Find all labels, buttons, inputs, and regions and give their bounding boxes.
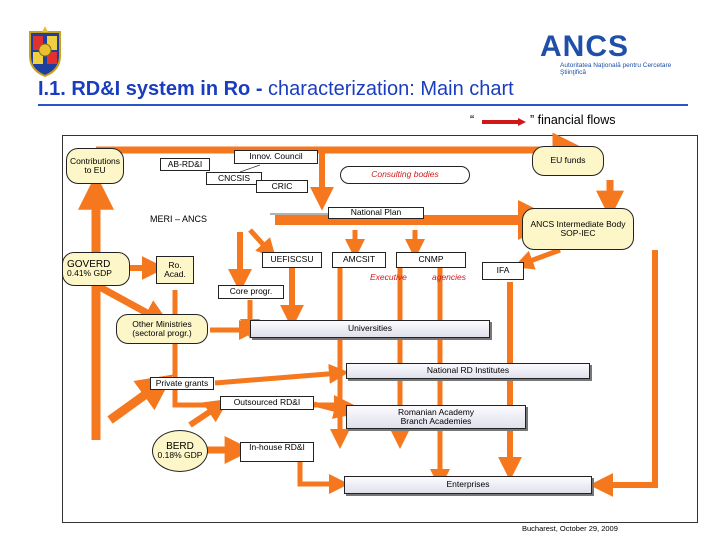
meri-ancs-label: MERI – ANCS (150, 214, 208, 224)
uefiscsu-box: UEFISCSU (262, 252, 322, 268)
branch-academies-label: Branch Academies (400, 416, 472, 426)
legend-flow-arrow-icon (482, 118, 526, 126)
connector-innov-cncsis (239, 164, 261, 173)
inhouse-rdi-box: In-house RD&I (240, 442, 314, 462)
goverd-box: GOVERD 0.41% GDP (62, 252, 130, 286)
footer-date: Bucharest, October 29, 2009 (522, 524, 618, 533)
national-plan-box: National Plan (328, 207, 424, 219)
ro-acad-box: Ro. Acad. (156, 256, 194, 284)
other-ministries-box: Other Ministries (sectoral progr.) (116, 314, 208, 344)
ancs-logo-subtitle: Autoritatea Naţională pentru Cercetare Ş… (560, 62, 672, 76)
romanian-academy-bar: Romanian Academy Branch Academies (346, 405, 526, 429)
national-rd-institutes-bar: National RD Institutes (346, 363, 590, 379)
legend-label: financial flows (537, 113, 616, 127)
core-progr-box: Core progr. (218, 285, 284, 299)
flow-ancsib-right (589, 250, 658, 497)
cncsis-box: CNCSIS (206, 172, 262, 185)
universities-bar: Universities (250, 320, 490, 338)
berd-box: BERD 0.18% GDP (152, 430, 208, 472)
flow-ancsib-ifa (513, 247, 561, 270)
cnmp-box: CNMP (396, 252, 466, 268)
legend-quote-open: “ (470, 113, 475, 127)
ab-rdi-box: AB-RD&I (160, 158, 210, 171)
enterprises-bar: Enterprises (344, 476, 592, 494)
flow-berd-outsourced (188, 399, 229, 428)
private-grants-box: Private grants (150, 377, 214, 390)
ancs-intermediate-body-box: ANCS Intermediate Body SOP-IEC (522, 208, 634, 250)
page-title: I.1. RD&I system in Ro - characterizatio… (38, 78, 514, 101)
flow-meri-uefiscsu (248, 228, 277, 259)
consulting-bodies-box: Consulting bodies (340, 166, 470, 184)
goverd-pct: 0.41% GDP (67, 268, 112, 278)
flow-berd-private (107, 374, 174, 424)
page-title-bold: I.1. RD&I system in Ro - (38, 78, 263, 100)
title-underline (38, 104, 688, 106)
legend-quote-close: ” financial flows (530, 113, 616, 127)
berd-label: BERD (166, 440, 194, 452)
goverd-label: GOVERD (67, 258, 111, 270)
flow-private-nationalrd (214, 363, 349, 386)
ancs-logo: ANCS Autoritatea Naţională pentru Cercet… (540, 30, 690, 76)
romania-coat-of-arms-icon (29, 26, 61, 78)
berd-pct: 0.18% GDP (157, 450, 203, 460)
executive-label: Executive (370, 272, 407, 282)
eu-funds-box: EU funds (532, 146, 604, 176)
outsourced-rdi-box: Outsourced RD&I (220, 396, 314, 410)
amcsit-box: AMCSIT (332, 252, 386, 268)
flow-inhouse-enterprises (297, 462, 349, 494)
ifa-box: IFA (482, 262, 524, 280)
cric-box: CRIC (256, 180, 308, 193)
contributions-to-eu-box: Contributions to EU (66, 148, 124, 184)
ancs-logo-text: ANCS (540, 30, 630, 63)
agencies-label: agencies (432, 272, 467, 282)
innov-council-box: Innov. Council (234, 150, 318, 164)
romanian-academy-label: Romanian Academy (397, 406, 475, 417)
flow-outsourced-academy (313, 399, 354, 419)
page-title-rest: characterization: Main chart (262, 78, 514, 100)
